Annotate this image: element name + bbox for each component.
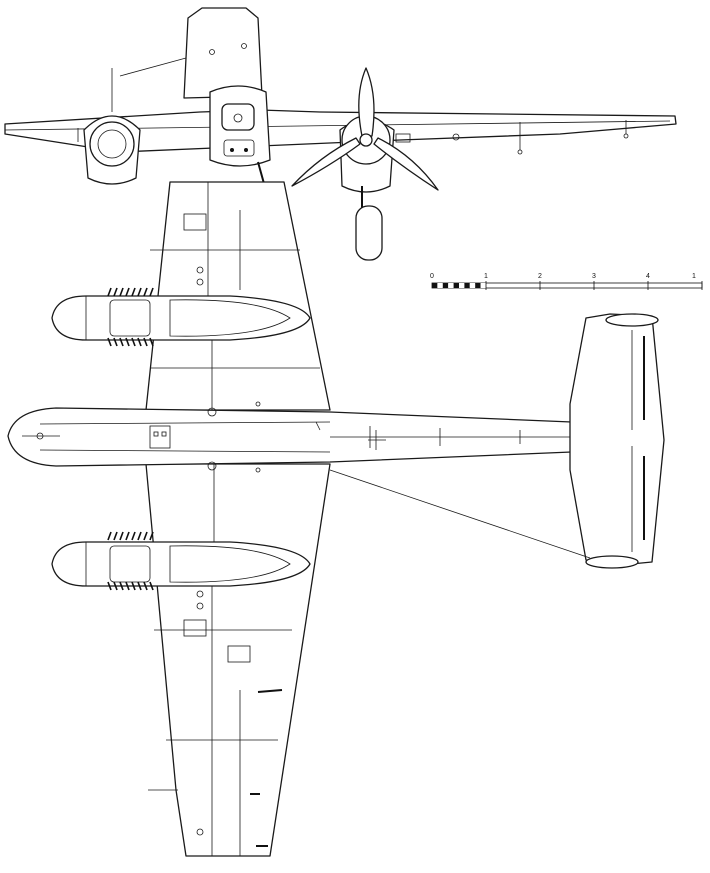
scale-cell xyxy=(442,283,449,288)
plan-view-lower-nacelle xyxy=(51,541,311,587)
scale-cell xyxy=(453,283,459,288)
exhaust-stub xyxy=(113,287,118,297)
exhaust-stub xyxy=(119,287,124,297)
scale-cell xyxy=(432,283,438,288)
scale-cell xyxy=(480,283,486,288)
scale-tick-4: 4 xyxy=(646,273,650,280)
exhaust-stub xyxy=(119,531,124,541)
exhaust-stub xyxy=(113,531,118,541)
exhaust-stub xyxy=(131,531,136,541)
propeller-blade xyxy=(373,137,439,191)
scale-cell xyxy=(459,283,465,288)
propeller-blade xyxy=(291,137,361,187)
plan-view-lower-wing xyxy=(145,463,331,857)
exhaust-stub xyxy=(149,581,154,591)
scale-bar: 0 1 2 3 4 1 xyxy=(430,273,703,290)
exhaust-stub xyxy=(119,337,124,347)
scale-cell xyxy=(469,283,476,288)
front-view xyxy=(4,7,677,261)
scale-tick-1: 1 xyxy=(484,273,488,280)
exhaust-stub xyxy=(131,337,136,347)
exhaust-stub xyxy=(119,581,124,591)
exhaust-stub xyxy=(131,287,136,297)
exhaust-stub xyxy=(125,287,130,297)
exhaust-stub xyxy=(137,287,142,297)
exhaust-stub xyxy=(143,337,148,347)
exhaust-stub xyxy=(113,581,118,591)
exhaust-stub xyxy=(125,337,130,347)
exhaust-stub xyxy=(125,581,130,591)
exhaust-stub xyxy=(107,581,112,591)
exhaust-stub xyxy=(113,337,118,347)
front-view-fin xyxy=(183,7,263,99)
exhaust-stub xyxy=(149,531,154,541)
exhaust-stub xyxy=(125,531,130,541)
exhaust-stub xyxy=(107,337,112,347)
scale-tick-5: 1 xyxy=(692,273,696,280)
exhaust-stub xyxy=(149,287,154,297)
scale-tick-3: 3 xyxy=(592,273,596,280)
propeller-blade xyxy=(358,67,375,137)
exhaust-stub xyxy=(137,531,142,541)
exhaust-stub xyxy=(107,531,112,541)
scale-tick-2: 2 xyxy=(538,273,542,280)
exhaust-stub xyxy=(143,287,148,297)
exhaust-stub xyxy=(143,531,148,541)
scale-cell xyxy=(448,283,454,288)
exhaust-stub xyxy=(137,337,142,347)
plan-view-upper-nacelle xyxy=(51,295,311,341)
exhaust-stub xyxy=(137,581,142,591)
exhaust-stub xyxy=(107,287,112,297)
exhaust-stub xyxy=(131,581,136,591)
exhaust-stub xyxy=(143,581,148,591)
plan-view xyxy=(7,181,665,857)
scale-tick-0: 0 xyxy=(430,273,434,280)
scale-cell xyxy=(475,283,481,288)
front-view-wheel xyxy=(355,205,383,261)
plan-view-tailplane xyxy=(569,313,665,567)
exhaust-stub xyxy=(149,337,154,347)
scale-cell xyxy=(464,283,470,288)
scale-cell xyxy=(437,283,443,288)
